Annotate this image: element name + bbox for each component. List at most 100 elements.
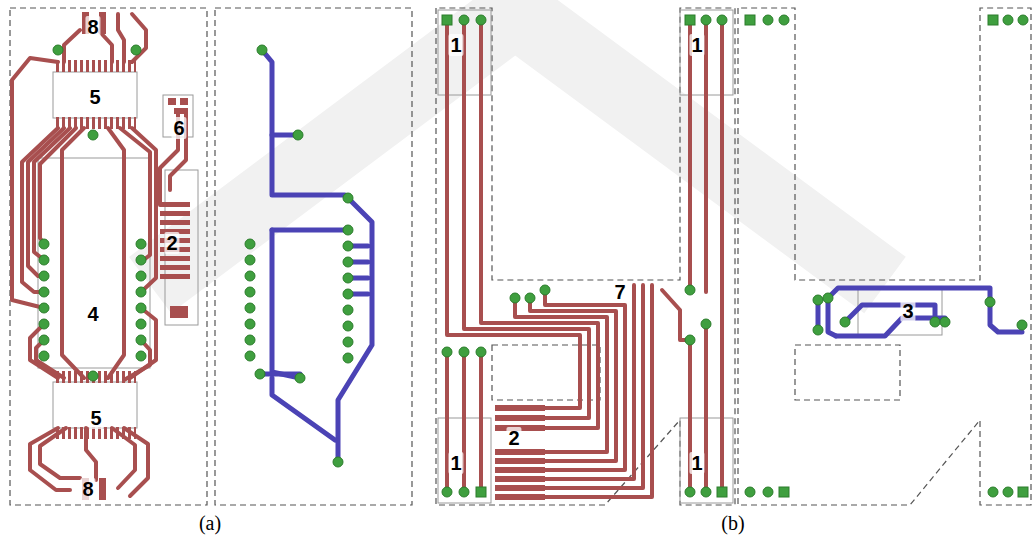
via-pad xyxy=(39,319,49,329)
via-pad xyxy=(245,351,255,361)
top-trace xyxy=(120,128,150,262)
watermark xyxy=(150,12,885,285)
smd-pad xyxy=(174,108,188,114)
via-pad xyxy=(540,285,550,295)
callout-number: 8 xyxy=(85,16,100,38)
via-pad xyxy=(39,351,49,361)
via-pad xyxy=(295,373,305,383)
via-pad xyxy=(343,193,353,203)
top-trace xyxy=(662,290,690,340)
smd-pad xyxy=(170,306,188,318)
top-trace xyxy=(447,22,580,408)
via-pad xyxy=(343,273,353,283)
via-pad xyxy=(245,303,255,313)
smd-pad xyxy=(180,98,188,105)
square-pad xyxy=(745,15,755,25)
bottom-trace xyxy=(818,288,1022,336)
smd-pad xyxy=(495,449,545,455)
via-pad xyxy=(245,319,255,329)
via-pad xyxy=(701,15,711,25)
via-pad xyxy=(476,15,486,25)
via-pad xyxy=(293,130,303,140)
square-pad xyxy=(476,487,486,497)
square-pad xyxy=(685,15,695,25)
via-pad xyxy=(701,487,711,497)
via-pad xyxy=(525,293,535,303)
via-pad xyxy=(763,487,773,497)
label-anchor: 2 xyxy=(164,232,179,254)
smd-pad xyxy=(495,485,545,491)
square-pad xyxy=(988,15,998,25)
via-pad xyxy=(245,239,255,249)
label-anchor: (a) xyxy=(197,512,223,534)
bottom-trace xyxy=(260,372,300,377)
ic-pins xyxy=(56,371,136,383)
via-pad xyxy=(717,15,727,25)
label-anchor: 1 xyxy=(448,34,463,56)
label-anchor: 2 xyxy=(506,427,521,449)
top-trace xyxy=(720,20,724,340)
via-pad xyxy=(343,225,353,235)
label-anchor: 7 xyxy=(612,281,627,303)
label-anchor: (b) xyxy=(719,512,746,534)
via-pad xyxy=(459,487,469,497)
via-pad xyxy=(343,321,353,331)
via-pad xyxy=(701,319,711,329)
top-trace xyxy=(497,298,616,461)
callout-number: 8 xyxy=(80,478,95,500)
smd-pad xyxy=(495,405,545,500)
via-pad xyxy=(39,303,49,313)
smd-pad xyxy=(495,405,545,411)
via-pad xyxy=(245,271,255,281)
ic-pins xyxy=(56,117,136,129)
smd-pad xyxy=(495,494,545,500)
bottom-trace xyxy=(836,318,945,336)
smd-pad xyxy=(99,478,106,500)
top-trace xyxy=(62,128,84,378)
top-trace xyxy=(497,285,643,488)
top-trace xyxy=(688,20,692,290)
label-anchor: 8 xyxy=(80,478,95,500)
callout-number: 2 xyxy=(506,427,521,449)
via-pad xyxy=(136,319,146,329)
top-trace xyxy=(704,324,708,492)
callout-number: 3 xyxy=(900,300,915,322)
top-trace xyxy=(64,30,80,62)
callout-number: 1 xyxy=(689,452,704,474)
callout-number: 2 xyxy=(164,232,179,254)
callout-number: 5 xyxy=(88,407,103,429)
top-trace xyxy=(481,22,598,428)
label-anchor: 1 xyxy=(448,452,463,474)
via-pad xyxy=(333,457,343,467)
smd-pad xyxy=(495,476,545,482)
top-trace xyxy=(40,128,76,244)
ic-pins xyxy=(56,66,136,433)
via-pad xyxy=(1017,320,1027,330)
top-trace xyxy=(124,340,150,380)
smd-pad xyxy=(495,458,545,464)
component-outline xyxy=(53,382,137,428)
top-trace xyxy=(479,352,483,492)
via-pad xyxy=(685,285,695,295)
via-pad xyxy=(343,305,353,315)
bottom-trace xyxy=(272,228,348,233)
callout-number: 7 xyxy=(612,281,627,303)
top-trace xyxy=(100,32,112,62)
top-trace xyxy=(497,298,607,452)
via-pad xyxy=(39,287,49,297)
top-trace xyxy=(12,14,186,496)
board-outline xyxy=(10,8,207,505)
label-anchor: 3 xyxy=(900,300,915,322)
smd-pad xyxy=(160,220,190,225)
bottom-trace xyxy=(262,50,372,462)
smd-pad xyxy=(160,274,190,279)
via-pad xyxy=(136,255,146,265)
via-pad xyxy=(442,347,452,357)
component-outline xyxy=(53,72,137,118)
panel-label: (a) xyxy=(197,512,223,534)
square-pad xyxy=(779,487,789,497)
via-pad xyxy=(136,287,146,297)
via-pad xyxy=(1018,15,1028,25)
